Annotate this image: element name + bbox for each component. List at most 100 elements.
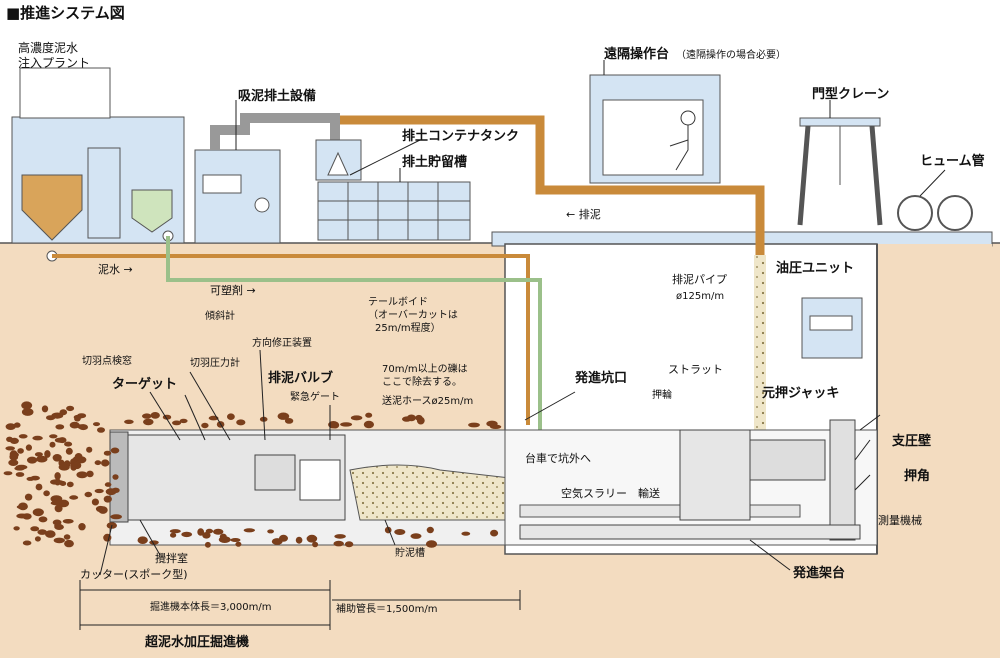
gravel-stone [54,437,66,443]
gravel-stone [41,405,49,413]
gravel-stone [227,413,235,421]
gravel-stone [74,416,81,422]
label-discharge-pipe-1: 排泥パイプ [672,272,727,286]
gravel-stone [64,539,74,548]
gravel-stone [406,414,416,422]
gravel-stone [18,434,28,439]
label-gravel-note-1: 70m/m以上の礫は [382,362,468,375]
label-tail-void-2: （オーバーカットは [368,309,458,321]
gravel-stone [172,420,182,426]
label-launch-frame: 発進架台 [792,565,845,581]
gravel-stone [14,466,25,471]
gravel-stone [54,478,61,486]
gravel-stone [112,474,119,480]
gravel-stone [91,498,99,506]
label-target: ターゲット [112,376,177,392]
label-machine-name: 超泥水加圧掘進機 [145,634,249,650]
gravel-stone [46,415,56,421]
gravel-stone [58,463,70,471]
gravel-stone [137,536,148,544]
gravel-stone [425,540,438,548]
gravel-stone [8,459,19,467]
label-inspection-window: 切羽点検窓 [82,354,132,367]
gravel-stone [334,534,346,539]
label-slurry-hose: 送泥ホースø25m/m [382,394,473,407]
label-direction: 方向修正装置 [252,336,312,349]
gravel-stone [45,530,56,538]
label-plasticizer: 可塑剤 → [210,283,256,297]
label-emergency-gate: 緊急ゲート [290,390,340,403]
gravel-stone [219,533,227,540]
gravel-stone [197,528,205,536]
label-cart: 台車で坑外へ [525,451,591,465]
gantry-crane [797,117,883,226]
gravel-stone [74,453,83,461]
label-air-slurry: 空気スラリー 輸送 [561,486,660,500]
label-strut: ストラット [668,363,723,376]
gravel-field [3,401,502,548]
gravel-stone [103,495,112,503]
label-tail-void-3: 25m/m程度） [375,321,441,334]
label-gantry-crane: 門型クレーン [812,86,889,102]
label-pipe-length: 補助管長＝1,500m/m [336,602,437,615]
gravel-stone [32,508,44,517]
gravel-stone [72,461,82,470]
gravel-stone [104,482,112,487]
gravel-stone [142,413,152,419]
gravel-stone [53,537,65,544]
discharge-tanks [315,139,471,241]
label-support-wall: 支圧壁 [891,433,931,449]
label-tail-void-1: テールボイド [368,296,428,308]
label-mixing-room: 攪拌室 [155,551,188,565]
label-container-tank: 排土コンテナタンク [402,128,519,144]
label-remote-console: 遠隔操作台 [604,46,669,62]
label-remote-note: （遠隔操作の場合必要） [676,48,786,61]
gravel-stone [50,500,62,506]
gravel-stone [103,450,112,456]
gravel-stone [17,448,24,454]
label-discharge: ← 排泥 [566,207,601,221]
gravel-stone [26,456,38,464]
gravel-stone [44,450,51,458]
gravel-stone [34,452,43,457]
gravel-stone [170,532,177,538]
label-survey: 測量機械 [878,513,922,527]
gravel-stone [25,444,32,451]
label-plant-2: 注入プラント [18,55,90,70]
gravel-stone [110,514,122,520]
label-plant-1: 高濃度泥水 [18,40,78,55]
gravel-stone [235,541,242,547]
gravel-stone [306,534,318,543]
hume-pipes [897,195,973,231]
gravel-stone [284,418,294,424]
gravel-stone [13,422,21,428]
gravel-stone [30,526,40,532]
gravel-stone [49,441,56,448]
gravel-stone [350,415,363,421]
gravel-stone [169,529,181,534]
gravel-stone [110,447,120,454]
gravel-stone [333,540,344,547]
gravel-stone [111,487,120,493]
gravel-stone [202,532,211,539]
gravel-stone [236,419,246,426]
gravel-stone [38,516,48,523]
gravel-stone [32,435,43,441]
gravel-stone [62,519,74,524]
gravel-stone [143,418,154,426]
label-push-block: 押角 [904,468,930,484]
label-slurry: 泥水 → [98,263,133,276]
label-push-ring: 押輪 [652,388,672,401]
label-face-pressure: 切羽圧力計 [190,356,240,369]
gravel-stone [230,538,241,542]
gravel-stone [124,419,134,424]
gravel-stone [15,472,25,477]
gravel-stone [69,421,80,429]
gravel-stone [426,526,434,534]
gravel-stone [21,401,33,410]
jacking-equipment [519,419,861,541]
suction-unit [194,113,340,244]
gravel-stone [78,523,86,531]
